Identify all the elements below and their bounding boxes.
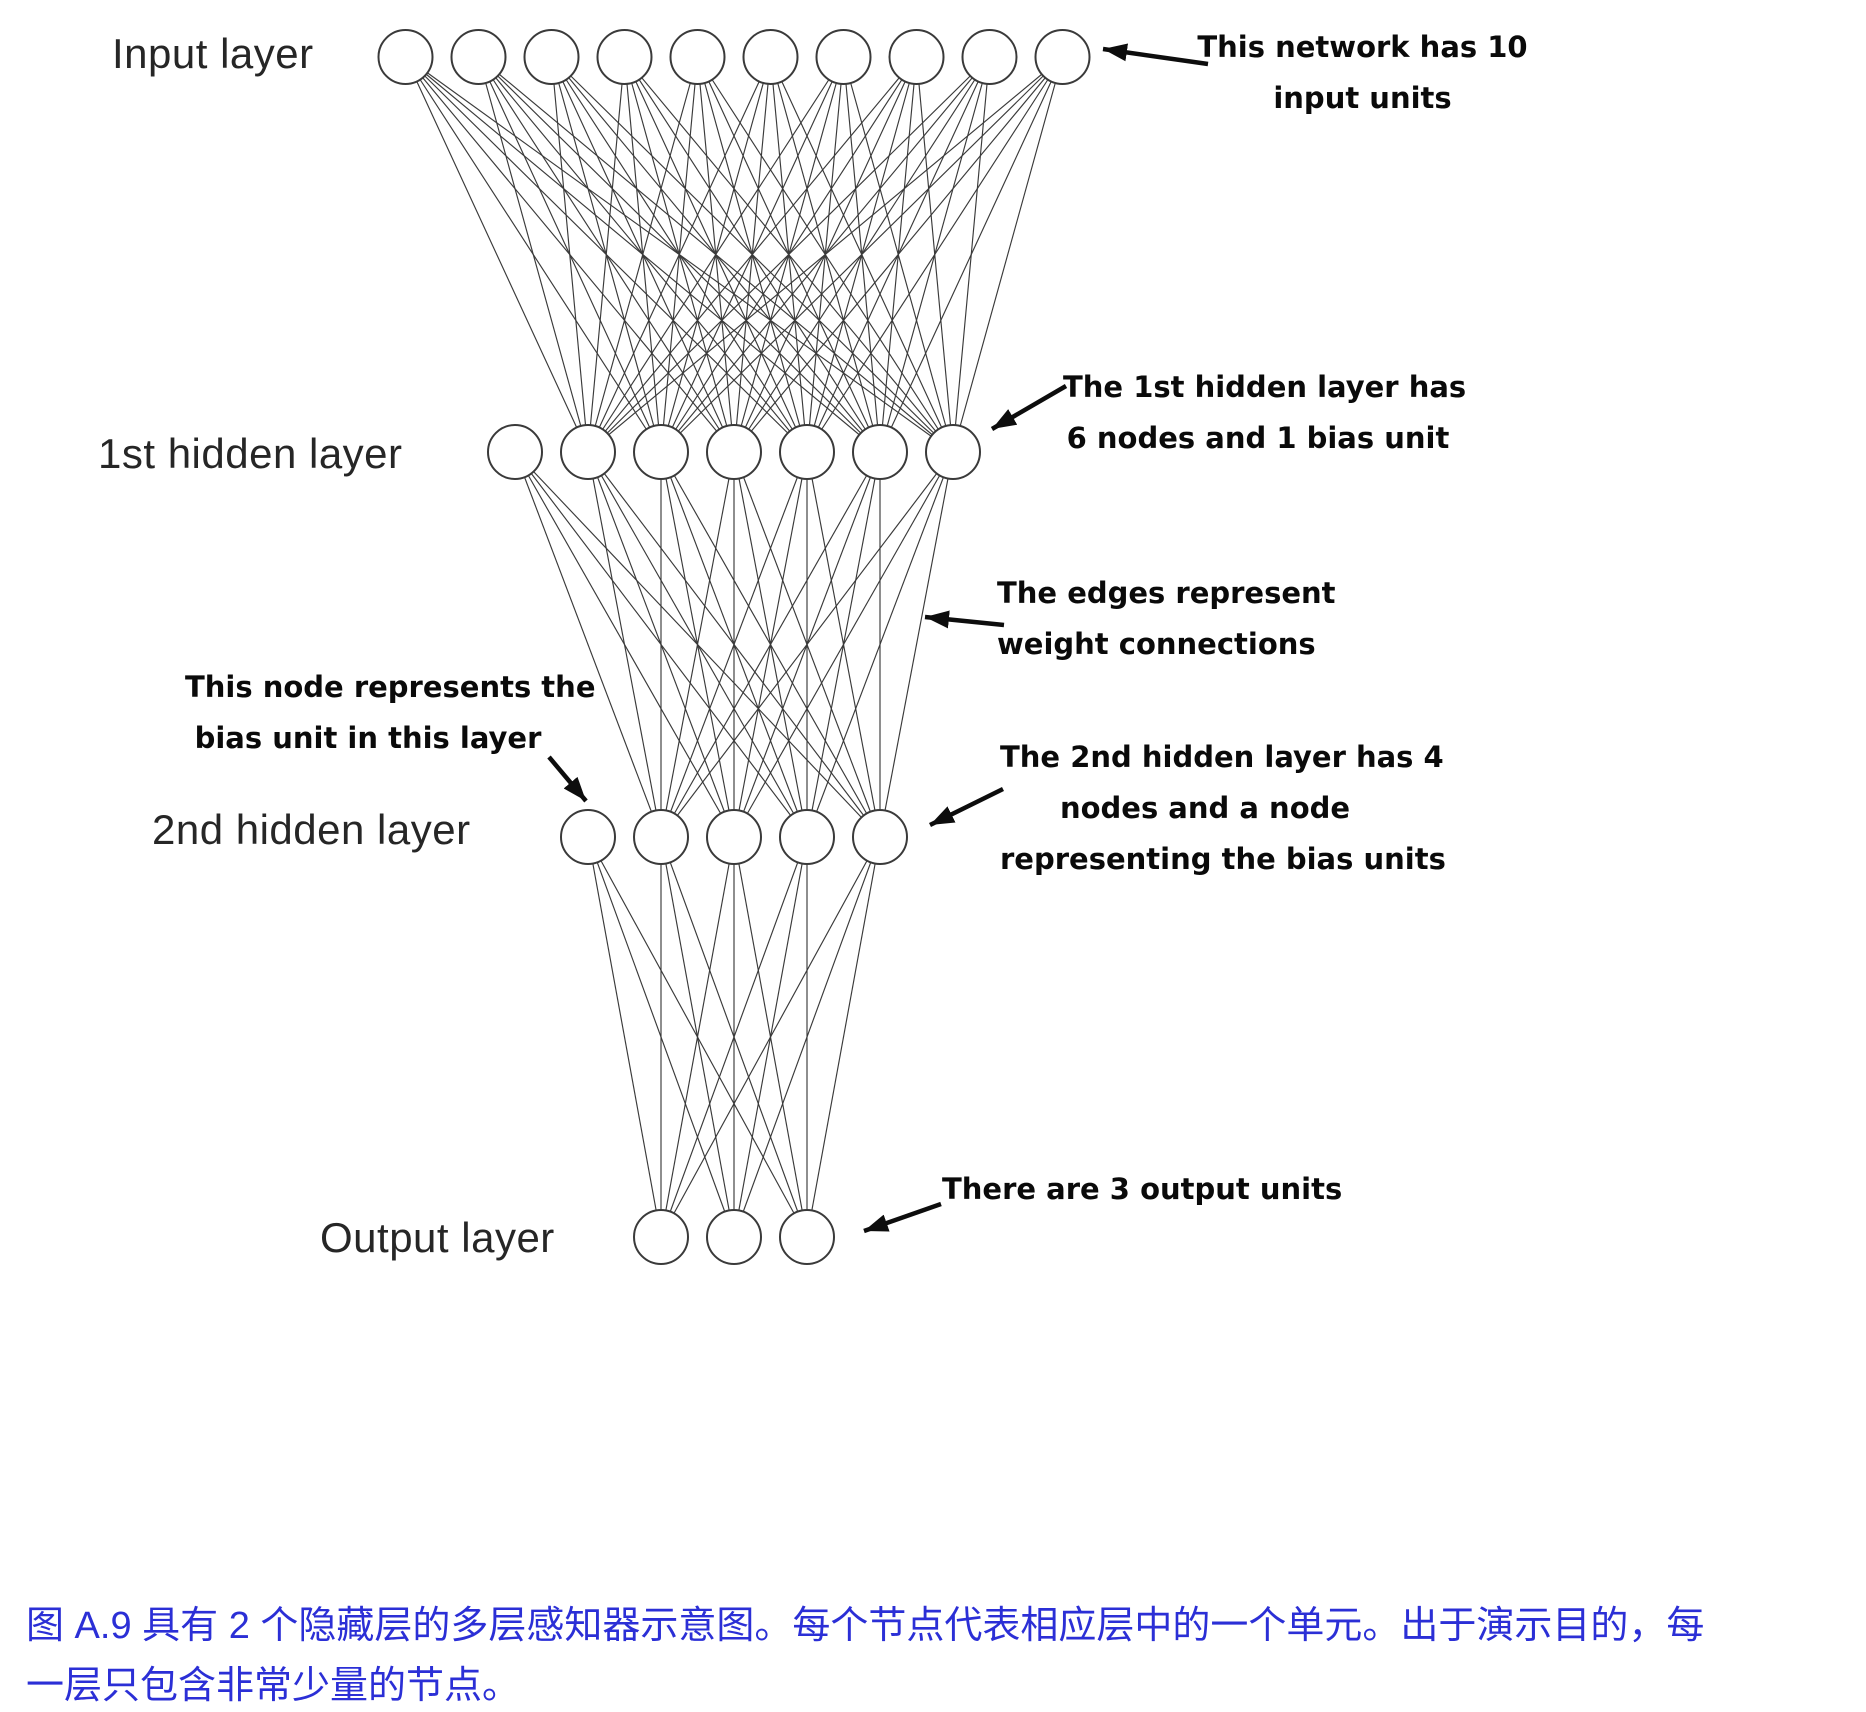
network-edge <box>879 56 1064 453</box>
network-edge <box>806 56 1063 453</box>
network-edge <box>587 56 699 453</box>
caption-line-1: 图 A.9 具有 2 个隐藏层的多层感知器示意图。每个节点代表相应层中的一个单元… <box>26 1605 1705 1647</box>
annotation-bias-unit: This node represents the bias unit in th… <box>185 662 596 764</box>
layer-label-2nd-hidden: 2nd hidden layer <box>152 806 471 853</box>
network-edge <box>660 836 808 1238</box>
arrow-bias-unit <box>547 755 588 803</box>
network-edge <box>477 56 589 453</box>
network-node-hidden2 <box>852 809 908 865</box>
network-edge <box>550 56 589 453</box>
network-edge <box>660 451 881 838</box>
network-edge <box>587 56 990 453</box>
network-node-hidden1 <box>925 424 981 480</box>
network-node-output <box>633 1209 689 1265</box>
network-node-input <box>523 29 580 85</box>
annotation-line: 6 nodes and 1 bias unit <box>1066 421 1450 455</box>
network-node-input <box>596 29 653 85</box>
network-node-input <box>815 29 872 85</box>
annotation-line: There are 3 output units <box>942 1172 1343 1206</box>
bias-node-hidden1 <box>487 424 543 480</box>
network-node-hidden1 <box>852 424 908 480</box>
network-edge <box>587 56 844 453</box>
network-edge <box>806 451 954 838</box>
network-node-output <box>706 1209 762 1265</box>
network-edge <box>952 56 1064 453</box>
network-node-hidden1 <box>633 424 689 480</box>
network-edge <box>660 56 1063 453</box>
network-edge <box>660 451 808 838</box>
network-node-hidden2 <box>706 809 762 865</box>
annotation-input-units: This network has 10 input units <box>1185 22 1540 124</box>
annotation-1st-hidden-layer: The 1st hidden layer has 6 nodes and 1 b… <box>1063 362 1467 464</box>
network-node-input <box>742 29 799 85</box>
network-edge <box>733 56 1063 453</box>
annotation-line: nodes and a node <box>1059 791 1351 825</box>
network-edge <box>514 451 662 838</box>
annotation-line: This network has 10 <box>1197 30 1528 64</box>
annotation-output-units: There are 3 output units <box>942 1164 1343 1215</box>
network-node-input <box>377 29 434 85</box>
network-edge <box>587 836 662 1238</box>
annotation-line: weight connections <box>997 627 1316 661</box>
arrow-2nd-hidden <box>929 786 1004 828</box>
network-edge <box>587 56 626 453</box>
network-edge <box>587 56 772 453</box>
network-edge <box>587 56 917 453</box>
annotation-line: The 1st hidden layer has <box>1063 370 1467 404</box>
bias-node-hidden2 <box>560 809 616 865</box>
network-edge <box>587 56 1063 453</box>
network-edge <box>660 451 735 838</box>
network-edge <box>733 451 954 838</box>
network-node-output <box>779 1209 835 1265</box>
network-edge <box>587 451 662 838</box>
arrow-output-units <box>863 1201 942 1234</box>
annotation-line: This node represents the <box>185 670 596 704</box>
caption-line-2: 一层只包含非常少量的节点。 <box>26 1665 521 1707</box>
layer-label-1st-hidden: 1st hidden layer <box>98 430 403 477</box>
figure-caption: 图 A.9 具有 2 个隐藏层的多层感知器示意图。每个节点代表相应层中的一个单元… <box>26 1596 1864 1712</box>
arrow-weight-edges <box>924 610 1005 629</box>
network-edge <box>660 451 954 838</box>
network-node-hidden1 <box>706 424 762 480</box>
layer-label-input: Input layer <box>112 30 314 77</box>
arrow-1st-hidden <box>990 384 1068 431</box>
network-edge <box>660 836 881 1238</box>
network-node-input <box>1034 29 1091 85</box>
annotation-2nd-hidden-layer: The 2nd hidden layer has 4 nodes and a n… <box>1000 732 1446 885</box>
network-edge <box>806 836 881 1238</box>
network-node-input <box>888 29 945 85</box>
network-edge <box>660 836 735 1238</box>
network-node-hidden1 <box>779 424 835 480</box>
annotation-line: The 2nd hidden layer has 4 <box>1000 740 1444 774</box>
network-node-hidden2 <box>633 809 689 865</box>
network-edge <box>879 451 954 838</box>
network-edge <box>733 836 881 1238</box>
layer-label-output: Output layer <box>320 1214 555 1261</box>
network-node-input <box>450 29 507 85</box>
annotation-line: representing the bias units <box>1000 842 1446 876</box>
network-node-hidden1 <box>560 424 616 480</box>
annotation-weight-edges: The edges represent weight connections <box>997 568 1336 670</box>
annotation-line: bias unit in this layer <box>194 721 542 755</box>
annotation-line: The edges represent <box>997 576 1336 610</box>
network-edge <box>404 56 589 453</box>
annotation-line: input units <box>1273 81 1452 115</box>
network-node-input <box>669 29 726 85</box>
network-node-hidden2 <box>779 809 835 865</box>
network-node-input <box>961 29 1018 85</box>
arrow-input-units <box>1102 43 1209 67</box>
